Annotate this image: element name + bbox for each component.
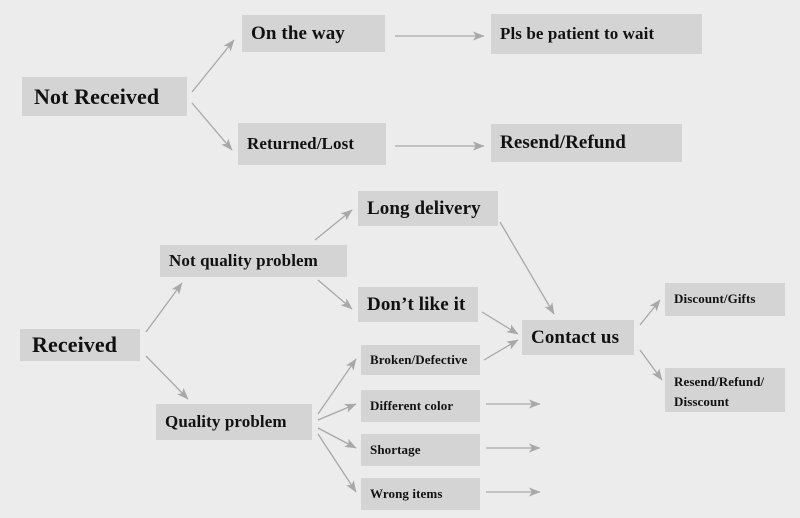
- node-dont-like-it[interactable]: Don’t like it: [358, 287, 478, 322]
- node-wrong-items[interactable]: Wrong items: [361, 478, 480, 510]
- arrow-not-quality-to-long-delivery: [314, 209, 353, 241]
- node-dont-like-it-label: Don’t like it: [367, 293, 466, 315]
- node-discount-gifts-label: Discount/Gifts: [674, 291, 756, 307]
- arrow-received-to-quality: [145, 355, 189, 400]
- node-broken[interactable]: Broken/Defective: [361, 345, 480, 375]
- node-not-quality-label: Not quality problem: [169, 251, 318, 271]
- node-quality[interactable]: Quality problem: [156, 404, 312, 440]
- arrow-quality-to-broken: [317, 358, 357, 415]
- arrow-not-received-to-returned-lost: [191, 102, 233, 151]
- arrow-quality-to-diff-color: [317, 403, 357, 421]
- node-on-the-way-label: On the way: [251, 22, 345, 44]
- arrow-broken-to-contact-us: [483, 339, 519, 361]
- node-returned-lost-label: Returned/Lost: [247, 134, 355, 154]
- arrow-long-delivery-to-contact-us: [499, 221, 555, 315]
- node-contact-us-label: Contact us: [531, 326, 620, 348]
- node-long-delivery[interactable]: Long delivery: [358, 191, 498, 226]
- node-resend-disscount-line-2: Disscount: [674, 394, 730, 410]
- node-not-quality[interactable]: Not quality problem: [160, 245, 347, 277]
- arrow-received-to-not-quality: [145, 282, 183, 333]
- arrow-not-received-to-on-the-way: [191, 39, 235, 93]
- node-not-received-label: Not Received: [34, 83, 160, 109]
- node-quality-label: Quality problem: [165, 412, 287, 432]
- node-resend-disscount-line-1: Resend/Refund/: [674, 374, 765, 389]
- arrow-contact-us-to-resend-disscount: [639, 349, 663, 381]
- node-shortage[interactable]: Shortage: [361, 434, 480, 466]
- node-resend-refund-label: Resend/Refund: [500, 132, 626, 154]
- node-shortage-label: Shortage: [370, 441, 421, 457]
- node-on-the-way[interactable]: On the way: [242, 15, 385, 52]
- arrow-contact-us-to-discount-gifts: [639, 299, 661, 326]
- node-pls-be-patient[interactable]: Pls be patient to wait: [491, 14, 702, 54]
- node-long-delivery-label: Long delivery: [367, 197, 481, 219]
- node-discount-gifts[interactable]: Discount/Gifts: [665, 283, 785, 316]
- arrow-not-quality-to-dont-like-it: [317, 279, 353, 310]
- node-diff-color[interactable]: Different color: [361, 390, 480, 422]
- arrow-quality-to-wrong-items: [317, 433, 357, 493]
- node-received-label: Received: [32, 332, 118, 358]
- node-pls-be-patient-label: Pls be patient to wait: [500, 24, 655, 44]
- arrow-dont-like-it-to-contact-us: [481, 311, 519, 335]
- node-resend-refund[interactable]: Resend/Refund: [491, 124, 682, 162]
- node-broken-label: Broken/Defective: [370, 351, 468, 367]
- node-returned-lost[interactable]: Returned/Lost: [238, 123, 386, 165]
- node-contact-us[interactable]: Contact us: [522, 320, 634, 355]
- node-received[interactable]: Received: [20, 329, 140, 361]
- arrow-quality-to-shortage: [317, 427, 357, 449]
- node-wrong-items-label: Wrong items: [370, 485, 443, 501]
- node-not-received[interactable]: Not Received: [22, 77, 187, 116]
- node-diff-color-label: Different color: [370, 397, 454, 413]
- node-resend-disscount[interactable]: Resend/Refund/Disscount: [665, 368, 785, 412]
